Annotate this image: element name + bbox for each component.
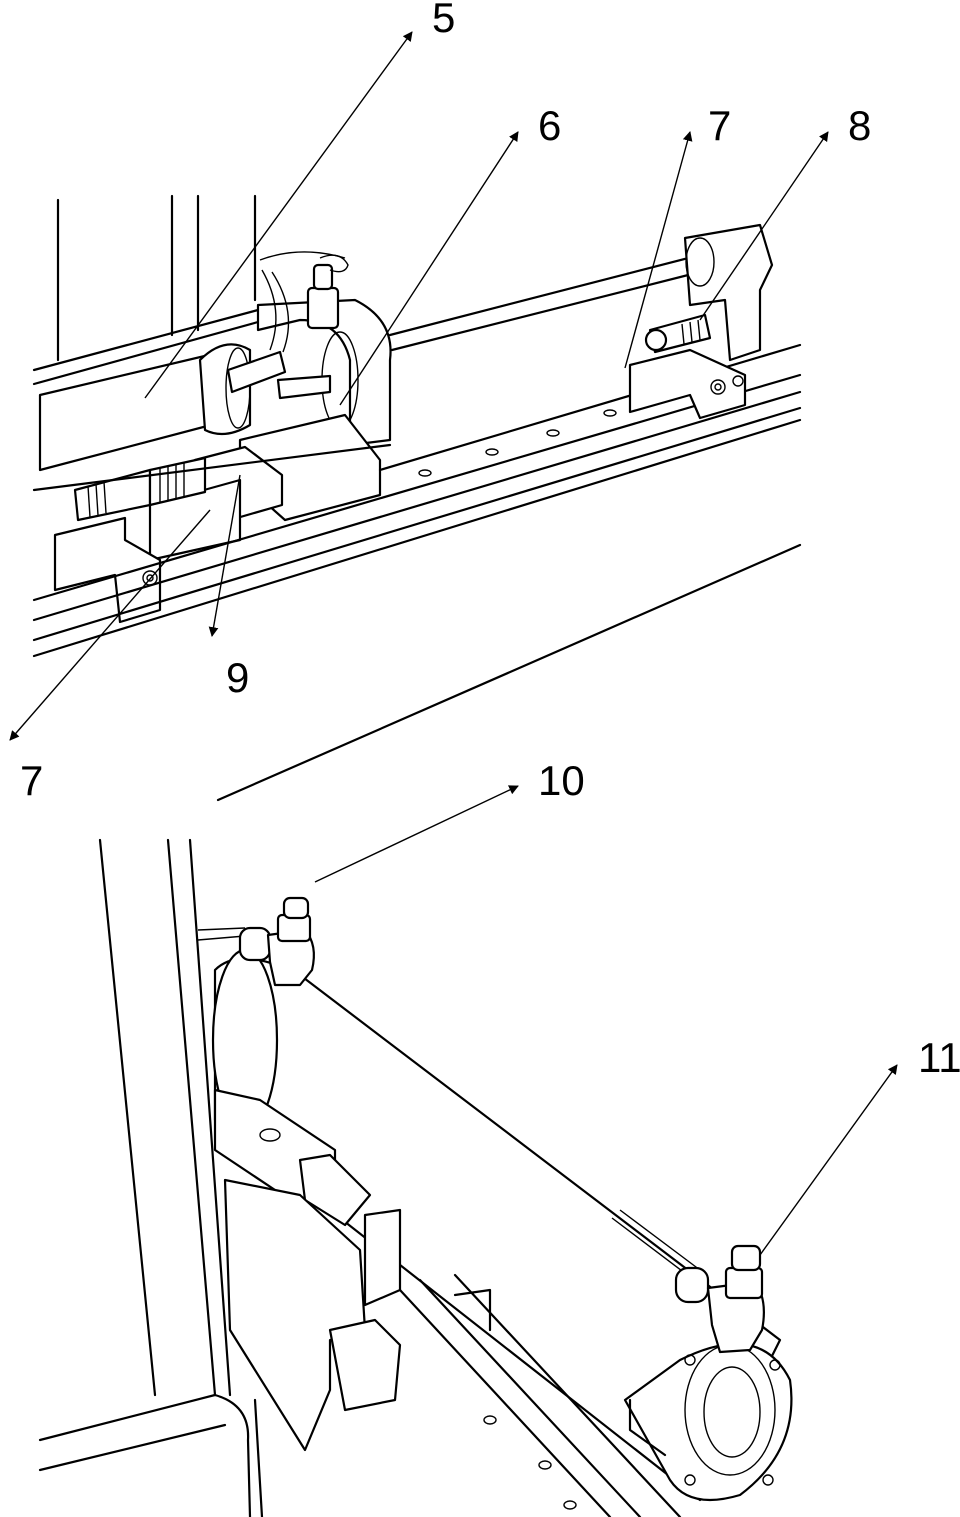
linear-rail [32, 343, 802, 658]
leader-10 [314, 785, 519, 883]
frame-plate [56, 194, 257, 362]
lower-assembly-view [38, 838, 793, 1517]
leader-9 [208, 474, 241, 637]
callout-5: 5 [432, 0, 455, 41]
leader-7-top [624, 131, 693, 369]
callout-11: 11 [918, 1034, 960, 1081]
frame-post [38, 838, 264, 1517]
leader-6 [339, 131, 519, 406]
callout-10: 10 [538, 757, 585, 804]
stop-bracket-left [53, 516, 162, 624]
floor-edge-line [216, 543, 802, 802]
end-bracket-right [644, 223, 774, 362]
cylinder-long [211, 948, 782, 1502]
upper-assembly-view [32, 194, 802, 802]
position-sensor [226, 269, 332, 400]
leader-11 [759, 1064, 898, 1256]
leader-8 [699, 131, 829, 321]
leader-7-left [9, 509, 211, 741]
callout-labels: 5 6 7 8 9 7 10 11 [20, 0, 960, 1081]
stop-screw-left [73, 456, 207, 522]
stop-bracket-right [628, 348, 747, 420]
air-fitting-upper [259, 251, 349, 330]
end-cap-flange [623, 1342, 793, 1502]
linear-rail-lower [398, 1273, 682, 1517]
air-fitting-10 [197, 896, 315, 987]
callout-8: 8 [848, 102, 871, 149]
callout-6: 6 [538, 102, 561, 149]
leader-5 [144, 31, 413, 399]
callout-7-left: 7 [20, 757, 43, 804]
callout-9: 9 [226, 654, 249, 701]
callout-leaders [9, 31, 898, 1256]
callout-7-top: 7 [708, 102, 731, 149]
mount-block-lower [213, 1088, 402, 1452]
air-fitting-11 [611, 1209, 765, 1354]
